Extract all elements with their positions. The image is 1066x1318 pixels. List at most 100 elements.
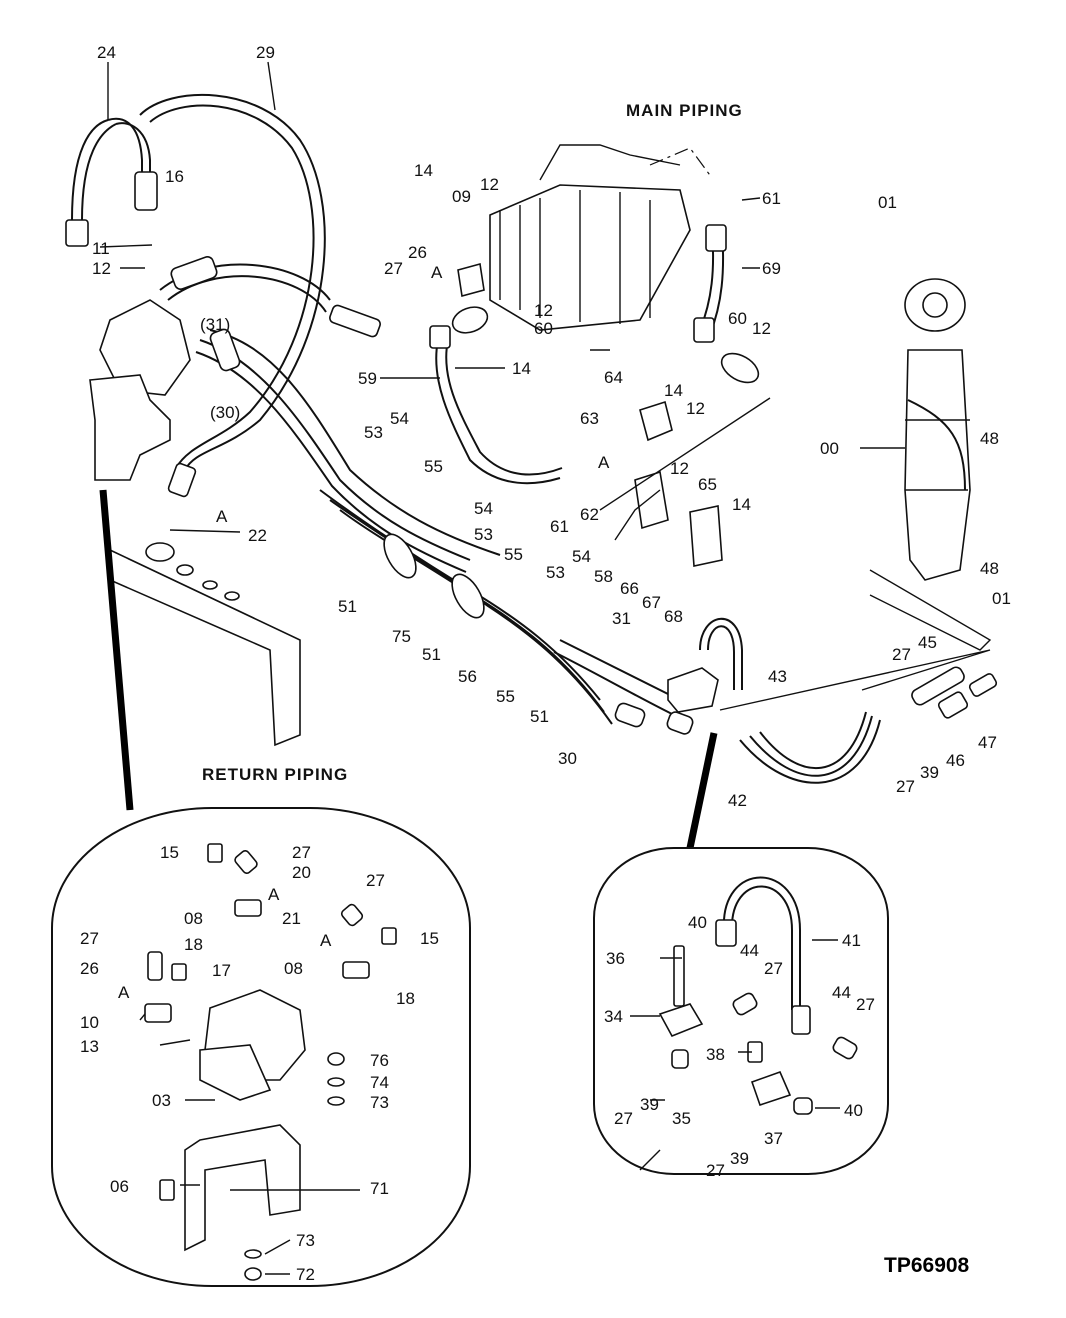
detail-pointer-right xyxy=(686,732,718,849)
callout-42: 42 xyxy=(728,791,747,810)
callout-27: 27 xyxy=(856,995,875,1014)
hose-59-55 xyxy=(429,325,563,485)
callout-30: 30 xyxy=(558,749,577,768)
callout-A: A xyxy=(431,263,443,282)
callout-48: 48 xyxy=(980,559,999,578)
callout-20: 20 xyxy=(292,863,311,882)
callout-51: 51 xyxy=(338,597,357,616)
callout-16: 16 xyxy=(165,167,184,186)
callout-47: 47 xyxy=(978,733,997,752)
callout-15: 15 xyxy=(160,843,179,862)
callout-24: 24 xyxy=(97,43,116,62)
callout-12: 12 xyxy=(534,301,553,320)
callout-14: 14 xyxy=(732,495,751,514)
callout-74: 74 xyxy=(370,1073,389,1092)
callout-67: 67 xyxy=(642,593,661,612)
callout-51: 51 xyxy=(422,645,441,664)
callout-34: 34 xyxy=(604,1007,623,1026)
callout-61: 61 xyxy=(550,517,569,536)
callout-10: 10 xyxy=(80,1013,99,1032)
detail-balloon-left xyxy=(51,807,471,1287)
flange-60 xyxy=(451,306,760,384)
callout-27: 27 xyxy=(896,777,915,796)
callout-27: 27 xyxy=(892,645,911,664)
callout-68: 68 xyxy=(664,607,683,626)
callout-62: 62 xyxy=(580,505,599,524)
callout-41: 41 xyxy=(842,931,861,950)
control-valve xyxy=(489,144,691,331)
callout-44: 44 xyxy=(832,983,851,1002)
callout-53: 53 xyxy=(364,423,383,442)
hose-bundle xyxy=(319,489,681,725)
callout-26: 26 xyxy=(408,243,427,262)
callout-12: 12 xyxy=(686,399,705,418)
hose-24 xyxy=(65,117,158,247)
callout-35: 35 xyxy=(672,1109,691,1128)
diagram-code: TP66908 xyxy=(884,1254,970,1277)
callout-01: 01 xyxy=(878,193,897,212)
callout-54: 54 xyxy=(390,409,409,428)
block-63 xyxy=(639,400,673,442)
callout-39: 39 xyxy=(640,1095,659,1114)
callout-09: 09 xyxy=(452,187,471,206)
callout-59: 59 xyxy=(358,369,377,388)
bracket-09 xyxy=(457,262,485,298)
callout-12: 12 xyxy=(670,459,689,478)
callout-31-paren: (31) xyxy=(200,315,230,334)
pilot-hoses xyxy=(159,256,501,573)
block-58 xyxy=(634,470,669,530)
callout-53: 53 xyxy=(546,563,565,582)
callout-73: 73 xyxy=(296,1231,315,1250)
callout-A: A xyxy=(118,983,130,1002)
callout-14: 14 xyxy=(512,359,531,378)
callout-30-paren: (30) xyxy=(210,403,240,422)
callout-22: 22 xyxy=(248,526,267,545)
callout-A: A xyxy=(216,507,228,526)
detail-right-parts xyxy=(658,876,858,1115)
callout-08: 08 xyxy=(284,959,303,978)
block-65 xyxy=(689,505,723,567)
callout-03: 03 xyxy=(152,1091,171,1110)
callout-21: 21 xyxy=(282,909,301,928)
callout-00: 00 xyxy=(820,439,839,458)
callout-12: 12 xyxy=(92,259,111,278)
callout-06: 06 xyxy=(110,1177,129,1196)
return-pipe xyxy=(109,542,301,747)
callout-14: 14 xyxy=(664,381,683,400)
main-piping-leader xyxy=(649,147,713,179)
callout-76: 76 xyxy=(370,1051,389,1070)
callout-60: 60 xyxy=(534,319,553,338)
callout-46: 46 xyxy=(946,751,965,770)
callout-27: 27 xyxy=(80,929,99,948)
hose-29 xyxy=(139,94,326,498)
callout-51: 51 xyxy=(530,707,549,726)
callout-69: 69 xyxy=(762,259,781,278)
phantom-lines xyxy=(599,397,991,711)
callout-leaders xyxy=(99,61,905,1275)
callout-A: A xyxy=(320,931,332,950)
callout-60: 60 xyxy=(728,309,747,328)
callout-27: 27 xyxy=(292,843,311,862)
hose-69 xyxy=(693,224,727,343)
hose-41-top xyxy=(699,617,743,690)
callout-75: 75 xyxy=(392,627,411,646)
callout-27: 27 xyxy=(614,1109,633,1128)
callout-39: 39 xyxy=(920,763,939,782)
callout-15: 15 xyxy=(420,929,439,948)
callout-12: 12 xyxy=(480,175,499,194)
callout-64: 64 xyxy=(604,368,623,387)
callout-27: 27 xyxy=(384,259,403,278)
callout-12: 12 xyxy=(752,319,771,338)
callout-61: 61 xyxy=(762,189,781,208)
callout-36: 36 xyxy=(606,949,625,968)
detail-pointer-left xyxy=(99,489,134,811)
callout-45: 45 xyxy=(918,633,937,652)
callout-54: 54 xyxy=(474,499,493,518)
callout-66: 66 xyxy=(620,579,639,598)
callout-55: 55 xyxy=(424,457,443,476)
callout-73: 73 xyxy=(370,1093,389,1112)
callout-56: 56 xyxy=(458,667,477,686)
callout-26: 26 xyxy=(80,959,99,978)
callout-29: 29 xyxy=(256,43,275,62)
